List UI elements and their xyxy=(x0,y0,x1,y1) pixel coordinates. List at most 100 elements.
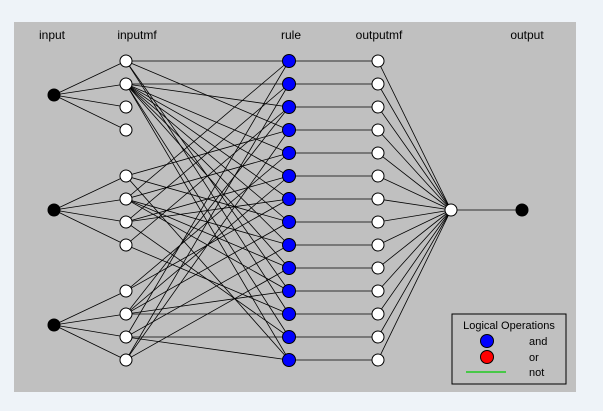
network-nodes xyxy=(47,54,529,367)
outputmf-node xyxy=(371,146,385,160)
edge-input-mf xyxy=(53,313,127,326)
input-node xyxy=(47,203,61,217)
inputmf-node xyxy=(119,238,133,252)
edge-outputmf-output xyxy=(377,209,452,361)
edge-mf-rule xyxy=(125,175,290,223)
edge-outputmf-output xyxy=(377,209,452,223)
edge-input-mf xyxy=(53,290,127,326)
edge-mf-rule xyxy=(125,60,290,292)
rule-node xyxy=(282,238,296,252)
header-outputmf: outputmf xyxy=(356,28,403,42)
inputmf-node xyxy=(119,353,133,367)
header-input: input xyxy=(39,28,66,42)
edge-input-mf xyxy=(53,324,127,338)
inputmf-node xyxy=(119,307,133,321)
legend-or-marker xyxy=(480,350,494,364)
rule-node xyxy=(282,146,296,160)
rule-node xyxy=(282,215,296,229)
outputmf-node xyxy=(371,169,385,183)
column-headers: input inputmf rule outputmf output xyxy=(39,28,544,42)
legend-and-label: and xyxy=(529,336,547,348)
inputmf-node xyxy=(119,330,133,344)
edge-mf-rule xyxy=(125,83,290,361)
edge-input-mf xyxy=(53,209,127,246)
edge-outputmf-output xyxy=(377,209,452,269)
edge-mf-rule xyxy=(125,198,290,292)
rule-node xyxy=(282,353,296,367)
edge-input-mf xyxy=(53,94,127,131)
outputmf-node xyxy=(371,284,385,298)
outputmf-node xyxy=(371,77,385,91)
legend-title: Logical Operations xyxy=(463,320,555,332)
outputmf-node xyxy=(371,353,385,367)
outputmf-node xyxy=(371,100,385,114)
edge-outputmf-output xyxy=(377,209,452,246)
inputmf-node xyxy=(119,100,133,114)
outputmf-node xyxy=(371,123,385,137)
edge-mf-rule xyxy=(125,221,290,338)
header-output: output xyxy=(510,28,544,42)
input-node xyxy=(47,88,61,102)
edge-outputmf-output xyxy=(377,198,452,211)
edge-mf-rule xyxy=(125,60,290,315)
outputmf-node xyxy=(371,238,385,252)
rule-node xyxy=(282,77,296,91)
edge-outputmf-output xyxy=(377,209,452,315)
edge-input-mf xyxy=(53,209,127,223)
inputmf-node xyxy=(119,54,133,68)
edge-outputmf-output xyxy=(377,129,452,211)
rule-node xyxy=(282,169,296,183)
edge-outputmf-output xyxy=(377,209,452,338)
edge-outputmf-output xyxy=(377,60,452,211)
output-aggregator-node xyxy=(444,203,458,217)
legend-or-label: or xyxy=(529,352,539,364)
edge-mf-rule xyxy=(125,336,290,361)
inputmf-node xyxy=(119,123,133,137)
edge-outputmf-output xyxy=(377,175,452,211)
rule-node xyxy=(282,123,296,137)
outputmf-node xyxy=(371,192,385,206)
edge-mf-rule xyxy=(125,83,290,154)
inputmf-node xyxy=(119,284,133,298)
edge-input-mf xyxy=(53,60,127,96)
inputmf-node xyxy=(119,169,133,183)
edge-outputmf-output xyxy=(377,152,452,211)
outputmf-node xyxy=(371,215,385,229)
legend-not-label: not xyxy=(529,367,544,379)
edge-mf-rule xyxy=(125,83,290,338)
edge-mf-rule xyxy=(125,60,290,131)
inputmf-node xyxy=(119,215,133,229)
edge-mf-rule xyxy=(125,244,290,338)
edge-input-mf xyxy=(53,175,127,211)
header-rule: rule xyxy=(281,28,301,42)
rule-node xyxy=(282,330,296,344)
header-inputmf: inputmf xyxy=(117,28,157,42)
input-node xyxy=(47,318,61,332)
edge-outputmf-output xyxy=(377,106,452,211)
rule-node xyxy=(282,284,296,298)
rule-node xyxy=(282,307,296,321)
rule-node xyxy=(282,261,296,275)
edge-mf-rule xyxy=(125,83,290,223)
edge-input-mf xyxy=(53,94,127,108)
edge-mf-rule xyxy=(125,83,290,246)
edge-mf-rule xyxy=(125,198,290,269)
edge-input-mf xyxy=(53,83,127,96)
output-node xyxy=(515,203,529,217)
rule-node xyxy=(282,54,296,68)
legend-and-marker xyxy=(480,334,494,348)
inputmf-node xyxy=(119,192,133,206)
outputmf-node xyxy=(371,261,385,275)
legend: Logical Operations and or not xyxy=(451,313,567,385)
network-edges xyxy=(53,60,522,361)
outputmf-node xyxy=(371,54,385,68)
rule-node xyxy=(282,100,296,114)
outputmf-node xyxy=(371,330,385,344)
edge-outputmf-output xyxy=(377,83,452,211)
outputmf-node xyxy=(371,307,385,321)
edge-input-mf xyxy=(53,324,127,361)
edge-outputmf-output xyxy=(377,209,452,292)
inputmf-node xyxy=(119,77,133,91)
edge-mf-rule xyxy=(125,175,290,361)
